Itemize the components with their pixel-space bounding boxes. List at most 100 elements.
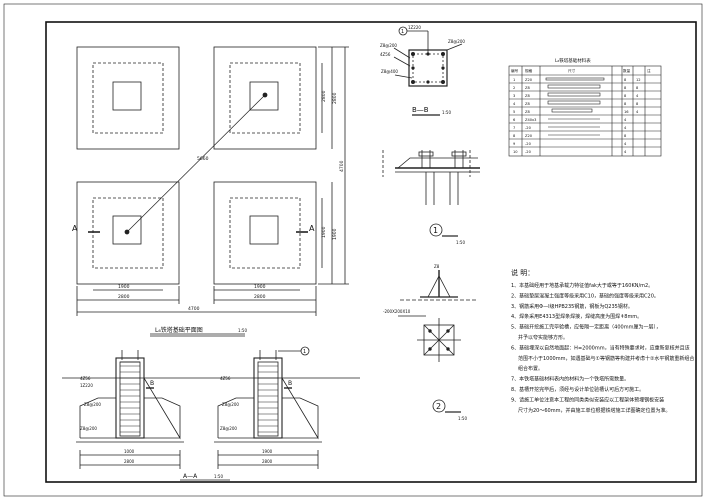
table-cell-count: 4 <box>624 126 627 130</box>
table-header-count: 数量 <box>623 68 631 73</box>
aa-callout-6: Z8@200 <box>222 402 239 407</box>
material-table-text: L₆铁塔基础材料表 编号 规格 尺寸 数量 注 <box>511 57 651 73</box>
dim-bottom-total-right: 2800 <box>254 294 266 300</box>
table-cell-spec: Z8 <box>525 94 530 98</box>
table-cell-id: 5 <box>513 110 515 114</box>
table-cell-spec: Z8 <box>525 86 530 90</box>
table-header-id: 编号 <box>511 68 519 73</box>
detail-2-scale: 1:50 <box>458 416 467 421</box>
aa-dim-4: 2800 <box>262 459 273 464</box>
table-cell-spec: -20 <box>525 150 532 154</box>
table-cell-spec: Z20 <box>525 78 533 82</box>
plan-labels: 1900 2800 1900 2800 4700 2800 4700 1900 … <box>72 90 345 334</box>
outer-frame <box>3 3 703 497</box>
table-cell-spec: Z8 <box>525 102 530 106</box>
aa-callout-1: 4Z56 <box>80 376 91 381</box>
notes-line: 7、本铁塔基础材料表内的材料为一个铁塔所需数量。 <box>511 376 629 383</box>
aa-callout-circle-number: 1 <box>303 349 306 355</box>
dim-diagonal: 5660 <box>197 156 209 162</box>
table-cell-note: 4 <box>636 94 639 98</box>
plan-title: L₆铁塔基础平面图 <box>155 326 203 334</box>
bb-callout-left-1: Z8@200 <box>380 43 397 48</box>
notes-line: 并予以夸实能够方形。 <box>518 334 568 341</box>
table-cell-note: 8 <box>636 102 639 106</box>
section-aa-labels: 4Z56 1Z220 Z8@200 Z8@200 4Z56 Z8@200 Z8@… <box>80 349 306 480</box>
cut-label-a-right: A <box>309 224 315 233</box>
dim-side-a: 2800 <box>332 92 338 104</box>
table-cell-count: 4 <box>624 142 627 146</box>
notes-line: 4、焊条采用E4313型焊条焊接，焊缝高度为围焊↟8mm。 <box>511 313 642 320</box>
dim-bottom-pad-left: 1900 <box>118 284 130 290</box>
notes-line: 3、钢筋采用Φ—I级HPB235钢筋，钢板为Q235钢材。 <box>511 303 633 310</box>
dim-right-lower: 1900 <box>321 226 327 238</box>
table-cell-id: 7 <box>513 126 515 130</box>
dim-bottom-total-left: 2800 <box>118 294 130 300</box>
bb-callout-left-2: 4Z56 <box>380 52 391 57</box>
table-cell-note: 12 <box>636 78 641 82</box>
notes-line: 尺寸为20〜60mm，并由施工单位根据铁塔施工详图确定位置为准。 <box>518 407 670 414</box>
dim-right-upper: 2800 <box>321 90 327 102</box>
table-header-size: 尺寸 <box>568 68 576 73</box>
table-cell-id: 8 <box>513 134 516 138</box>
aa-scale: 1:50 <box>214 474 223 479</box>
dim-bottom-pad-right: 1900 <box>254 284 266 290</box>
table-cell-note: 4 <box>636 110 639 114</box>
table-cell-id: 4 <box>513 102 516 106</box>
detail-2-callout-left: -200X200X10 <box>383 309 411 314</box>
pad-top-left <box>76 46 180 150</box>
aa-dim-3: 1900 <box>262 449 273 454</box>
notes-line: 2、基础垫层混凝土强度等级采用C10，基础的强度等级采用C20。 <box>511 292 659 299</box>
bb-callout-number: 1 <box>401 29 404 35</box>
aa-cut-b-right: B <box>288 380 292 387</box>
detail-2-number: 2 <box>436 402 441 411</box>
aa-callout-2: 1Z220 <box>80 383 93 388</box>
table-cell-id: 6 <box>513 118 516 122</box>
detail-2 <box>398 270 478 413</box>
notes-list: 1、本基础经用于地基承载力特征值fak大于或等于160KN/m2。 2、基础垫层混… <box>511 282 694 414</box>
bb-callout-top: 1Z220 <box>408 25 421 30</box>
bb-scale: 1:50 <box>442 110 451 115</box>
aa-callout-3: Z8@200 <box>84 402 101 407</box>
aa-callout-5: 4Z56 <box>220 376 231 381</box>
notes-line: 1、本基础经用于地基承载力特征值fak大于或等于160KN/m2。 <box>511 282 653 289</box>
detail-2-labels: Z8 -200X200X10 2 1:50 <box>383 264 467 421</box>
notes-line: 5、基础开挖施工完毕验槽，应每隔一定距离（400mm厘为一层）， <box>511 324 661 331</box>
table-cell-spec: Z8 <box>525 110 530 114</box>
diagonal-line <box>126 94 266 233</box>
table-cell-count: 8 <box>624 102 627 106</box>
table-cell-count: 8 <box>624 134 627 138</box>
notes-block: 说 明： 1、本基础经用于地基承载力特征值fak大于或等于160KN/m2。2、… <box>511 268 694 414</box>
table-cell-count: 16 <box>624 110 629 114</box>
table-cell-id: 10 <box>513 150 518 154</box>
notes-line: 范围不小于1000mm，如遇基础与①等钢筋等构建并考虑十②水平钢筋重新组合 <box>518 355 694 362</box>
table-cell-id: 3 <box>513 94 515 98</box>
table-cell-spec: -20 <box>525 142 532 146</box>
notes-line: 8、基槽开挖完毕后，须经与设计单位验槽认可后方可施工。 <box>511 386 644 393</box>
pad-top-right <box>213 46 317 150</box>
pad-bottom-right <box>213 181 317 285</box>
pad-bottom-left <box>76 181 180 285</box>
table-cell-count: 8 <box>624 78 627 82</box>
table-cell-id: 2 <box>513 86 515 90</box>
table-cell-count: 8 <box>624 94 627 98</box>
detail-1-number: 1 <box>433 226 438 235</box>
aa-callout-4: Z8@200 <box>80 426 97 431</box>
dim-overall: 4700 <box>188 306 200 312</box>
table-header-note: 注 <box>647 68 651 73</box>
notes-line: 6、基础埋深以自然地面起：H=2000mm，当有特殊要求时，应重新复核并且该 <box>511 344 690 351</box>
aa-dim-1: 1000 <box>124 449 135 454</box>
notes-line: 组合布置。 <box>518 365 543 372</box>
bb-title: B—B <box>412 106 429 114</box>
table-cell-spec: -20 <box>525 126 532 130</box>
section-bb-labels: 1 1Z220 Z8@200 Z8@200 4Z56 Z8@400 B—B 1:… <box>380 25 465 115</box>
aa-dim-2: 2800 <box>124 459 135 464</box>
inner-frame <box>45 21 697 483</box>
detail-1-labels: 1 1:50 <box>433 226 465 245</box>
plan-view <box>76 46 349 337</box>
table-cell-id: 1 <box>513 78 515 82</box>
section-bb <box>393 26 463 116</box>
detail-1 <box>382 150 480 237</box>
aa-cut-b-left: B <box>150 380 154 387</box>
